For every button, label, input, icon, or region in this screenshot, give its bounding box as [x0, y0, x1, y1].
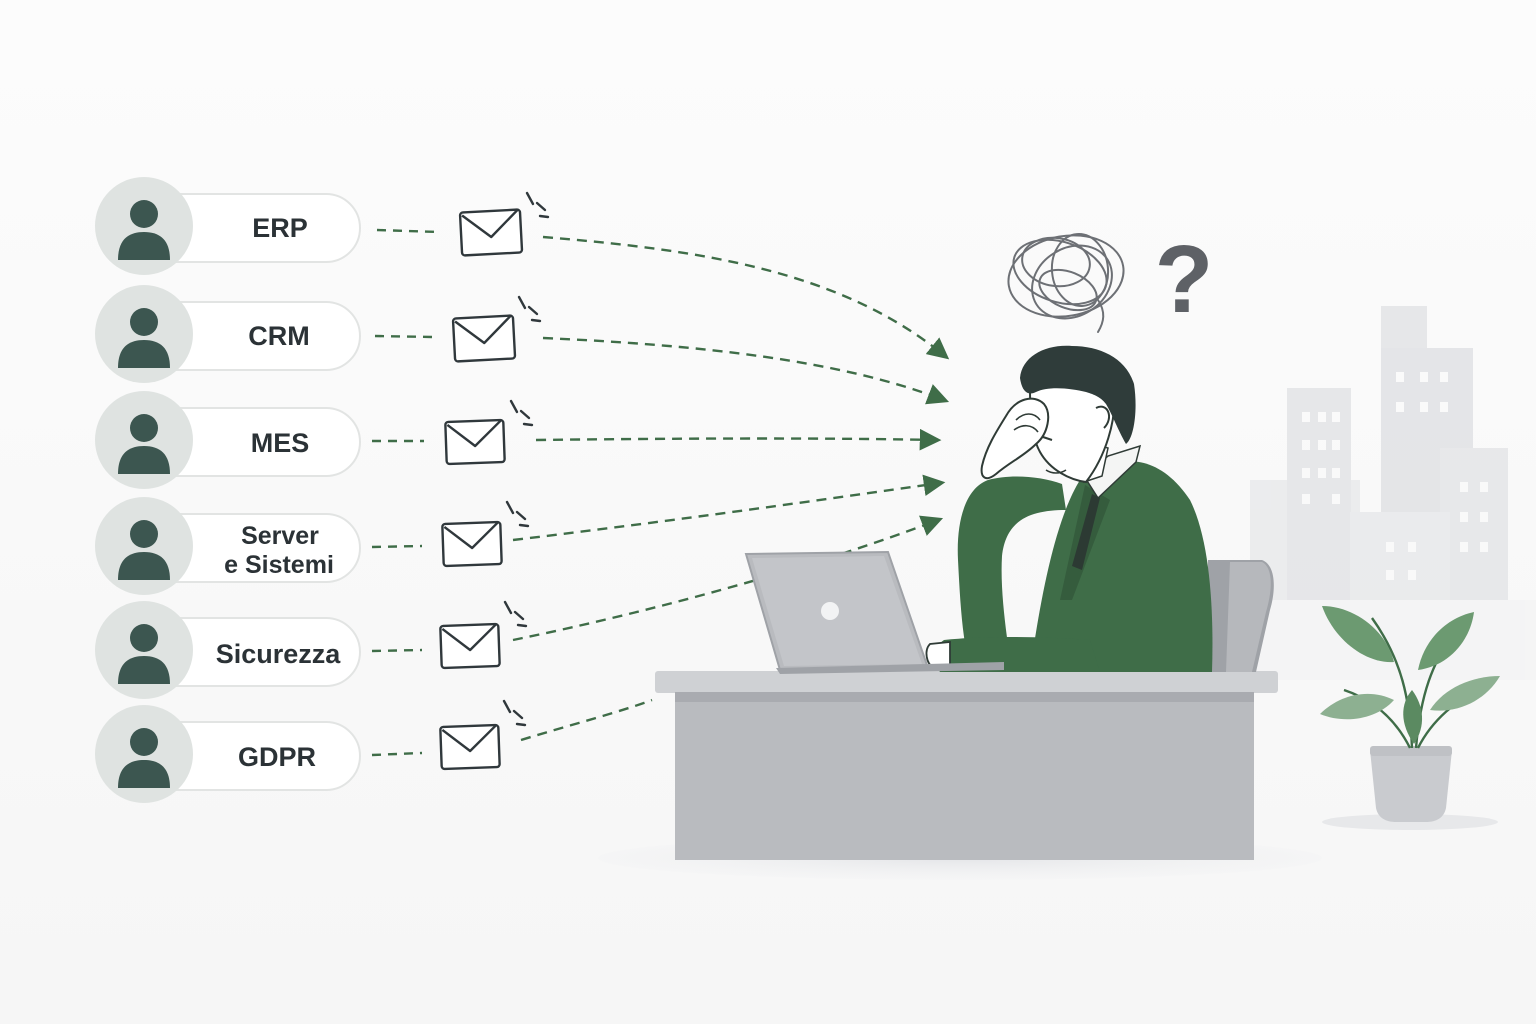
envelope-icon [439, 699, 527, 771]
role-label-server-line1: Server [241, 522, 319, 550]
plant-icon [1320, 606, 1500, 822]
envelope-icon [441, 500, 530, 568]
role-item-sicurezza: Sicurezza [95, 601, 361, 699]
role-item-server-sistemi: Server e Sistemi [95, 497, 361, 595]
envelope-icon [444, 399, 534, 466]
message-arrows [512, 235, 950, 742]
role-item-crm: CRM [95, 285, 361, 383]
role-label-server-line2: e Sistemi [224, 551, 334, 579]
role-label-erp: ERP [252, 213, 308, 243]
question-mark-icon: ? [1155, 226, 1214, 333]
role-label-sicurezza: Sicurezza [216, 639, 342, 669]
person-icon [118, 200, 170, 260]
role-item-erp: ERP [95, 177, 361, 275]
envelope-icon [439, 600, 528, 670]
laptop-icon [744, 550, 1004, 674]
role-label-mes: MES [251, 428, 310, 458]
desk [655, 671, 1278, 860]
role-item-mes: MES [95, 391, 361, 489]
envelope-icon [451, 295, 542, 363]
role-item-gdpr: GDPR [95, 705, 361, 803]
background-buildings [1250, 306, 1536, 680]
scribble-icon [1007, 233, 1125, 333]
person-icon [118, 308, 170, 368]
office-chair [1208, 560, 1274, 672]
person-icon [118, 728, 170, 788]
envelope-icon [458, 191, 550, 257]
person-icon [118, 624, 170, 684]
role-label-crm: CRM [248, 321, 310, 351]
person-icon [118, 520, 170, 580]
connector-dashes [371, 228, 441, 757]
role-label-gdpr: GDPR [238, 742, 316, 772]
role-list: ERP CRM MES [95, 177, 361, 803]
person-icon [118, 414, 170, 474]
envelopes [439, 191, 550, 771]
stressed-person [925, 345, 1213, 672]
